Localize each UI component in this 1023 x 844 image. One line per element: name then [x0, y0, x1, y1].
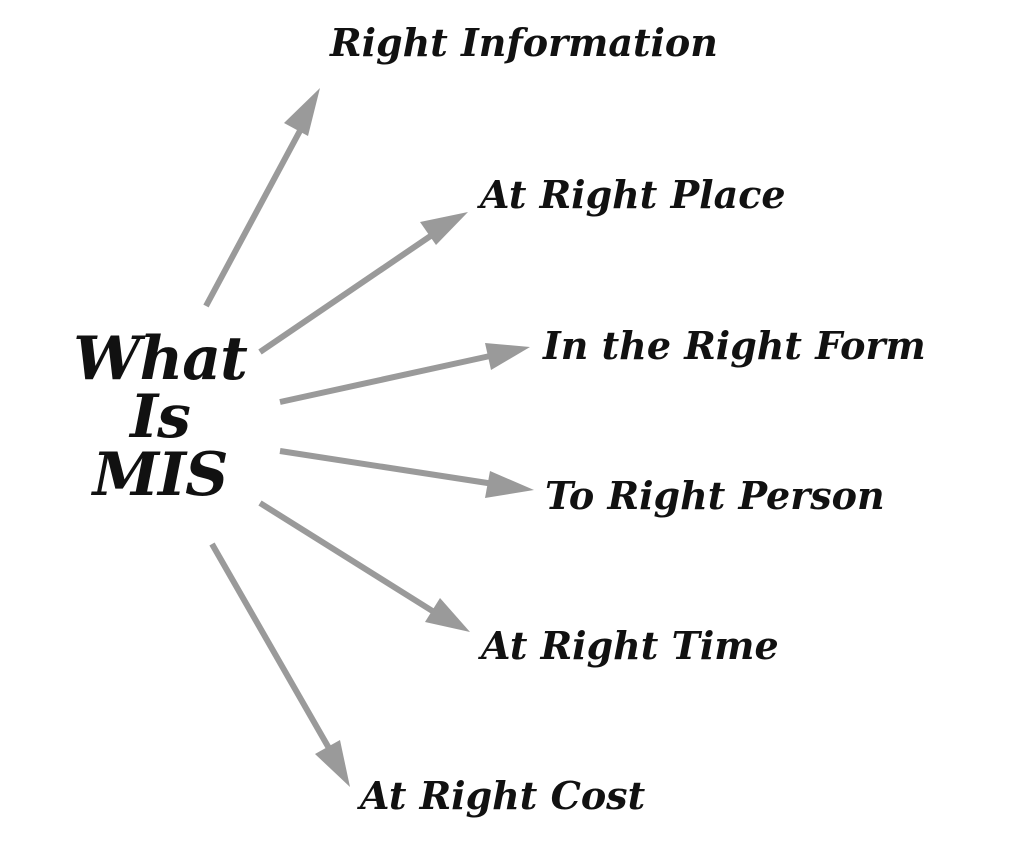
center-title-line-2: Is — [130, 382, 191, 452]
node-right-place: At Right Place — [480, 172, 786, 217]
arrow-right-information — [203, 88, 320, 308]
node-right-information: Right Information — [330, 20, 718, 65]
node-right-form: In the Right Form — [543, 323, 926, 368]
arrow-right-cost — [209, 542, 350, 787]
center-title-line-3: MIS — [92, 440, 229, 510]
node-right-cost: At Right Cost — [360, 773, 646, 818]
center-title-line-1: What — [73, 324, 248, 394]
node-right-person: To Right Person — [545, 473, 885, 518]
arrow-right-person — [279, 448, 534, 498]
node-right-time: At Right Time — [481, 623, 779, 668]
arrow-right-form — [279, 343, 530, 405]
arrow-right-place — [258, 212, 468, 355]
arrow-right-time — [258, 500, 470, 632]
center-title: What Is MIS — [70, 324, 250, 510]
